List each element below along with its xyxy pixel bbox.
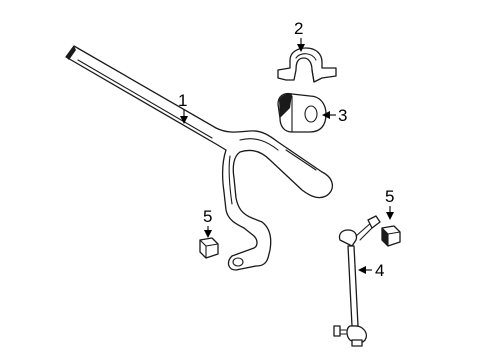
callout-4: 4: [358, 261, 384, 280]
link-part[interactable]: [333, 215, 381, 347]
callout-4-label: 4: [375, 261, 384, 280]
callout-5-right-label: 5: [385, 187, 394, 206]
callout-1-label: 1: [178, 91, 187, 110]
callout-2-label: 2: [294, 19, 303, 38]
bushing-part[interactable]: [277, 92, 327, 133]
nut-left-part[interactable]: [199, 237, 219, 259]
callout-1: 1: [178, 91, 188, 124]
callout-5-left: 5: [203, 207, 212, 238]
callout-5-right: 5: [385, 187, 394, 220]
bracket-part[interactable]: [277, 47, 337, 83]
callout-2: 2: [294, 19, 305, 52]
callout-3-label: 3: [338, 106, 347, 125]
callout-5-left-label: 5: [203, 207, 212, 226]
stabilizer-bar[interactable]: [65, 45, 333, 271]
callout-3: 3: [322, 106, 347, 125]
nut-right-part[interactable]: [381, 225, 401, 247]
